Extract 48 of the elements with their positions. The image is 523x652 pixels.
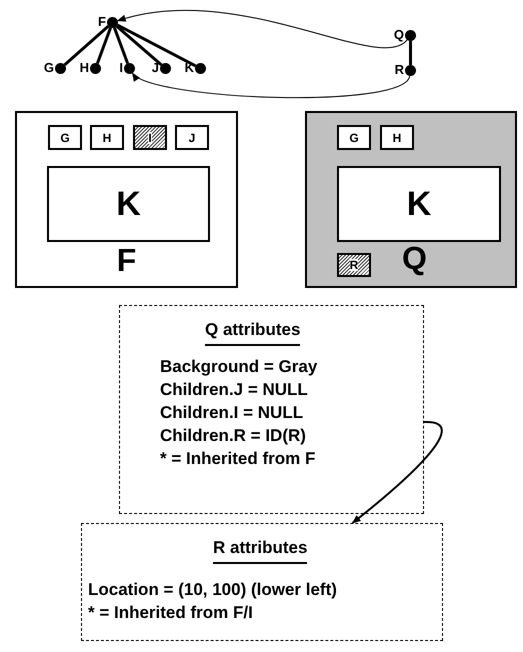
attribute-line: * = Inherited from F (160, 448, 316, 470)
attribute-line: Children.J = NULL (160, 379, 308, 401)
attribute-panel (81, 523, 443, 641)
window-frame (15, 111, 238, 288)
tree-node-dot (195, 63, 206, 74)
attribute-line: Location = (10, 100) (lower left) (88, 579, 337, 601)
attribute-line: * = Inherited from F/I (88, 602, 253, 624)
attribute-heading: Q attributes (205, 320, 300, 346)
node-letter: H (78, 61, 89, 75)
node-letter: R (394, 63, 404, 77)
tree-node-dot (90, 63, 101, 74)
tree-link (116, 24, 162, 66)
child-box: H (90, 125, 124, 150)
window-label: Q (402, 242, 427, 274)
attribute-line: Children.I = NULL (160, 402, 304, 424)
arrow (132, 72, 410, 98)
tree-node-dot (405, 65, 416, 76)
child-box: G (337, 125, 371, 150)
attribute-panel (119, 305, 424, 514)
window-frame (305, 111, 517, 288)
attribute-line: Background = Gray (160, 356, 318, 378)
tree-link (409, 41, 412, 65)
arrow (352, 421, 443, 524)
node-letter: Q (392, 28, 404, 42)
child-box: J (175, 125, 209, 150)
attribute-heading: R attributes (213, 538, 308, 564)
child-box: K (47, 166, 210, 242)
tree-link (96, 27, 112, 64)
tree-node-dot (160, 63, 171, 74)
tree-link (64, 25, 110, 66)
tree-node-dot (405, 30, 416, 41)
hatched-child-box: R (337, 253, 371, 277)
window-label: F (116, 244, 138, 276)
arrow (116, 10, 408, 48)
attribute-line: Children.R = ID(R) (160, 425, 306, 447)
tree-node-dot (55, 63, 66, 74)
child-box: H (380, 125, 414, 150)
child-box: K (337, 166, 501, 242)
child-box: G (48, 125, 82, 150)
node-letter: J (150, 61, 159, 75)
node-letter: G (42, 61, 54, 75)
tree-link (116, 24, 196, 68)
tree-link (113, 27, 129, 64)
tree-node-dot (124, 63, 135, 74)
node-letter: F (97, 15, 106, 29)
node-letter: I (118, 61, 123, 75)
hatched-child-box: I (133, 125, 167, 150)
tree-node-dot (107, 17, 118, 28)
